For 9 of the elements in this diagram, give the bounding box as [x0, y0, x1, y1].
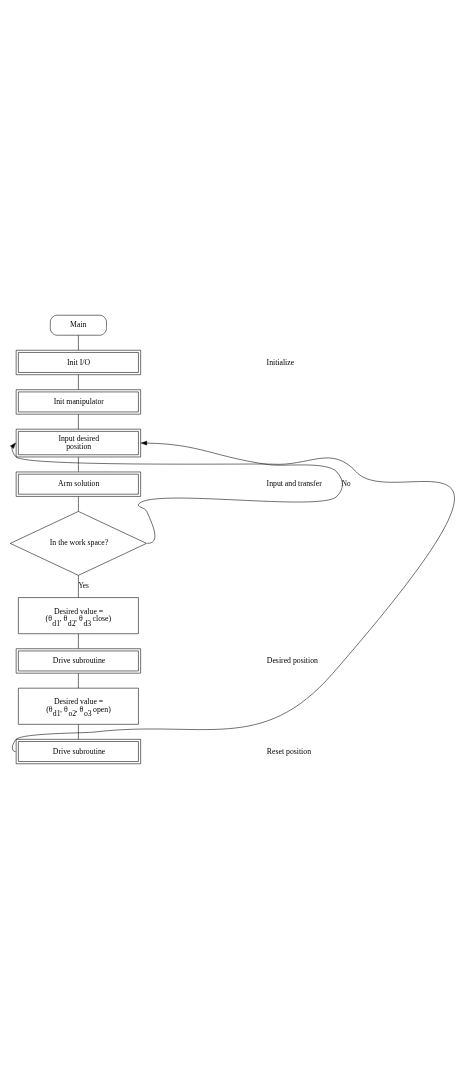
arrow: [10, 442, 455, 752]
label: Input and transfer: [266, 479, 322, 489]
connector: [78, 724, 79, 740]
label: Desired position: [266, 656, 318, 666]
label: Reset position: [266, 746, 312, 756]
node-diamond: In the work space?: [10, 511, 147, 576]
label: Initialize: [266, 357, 295, 367]
connector: [78, 456, 79, 472]
node-box: Main: [50, 314, 107, 336]
